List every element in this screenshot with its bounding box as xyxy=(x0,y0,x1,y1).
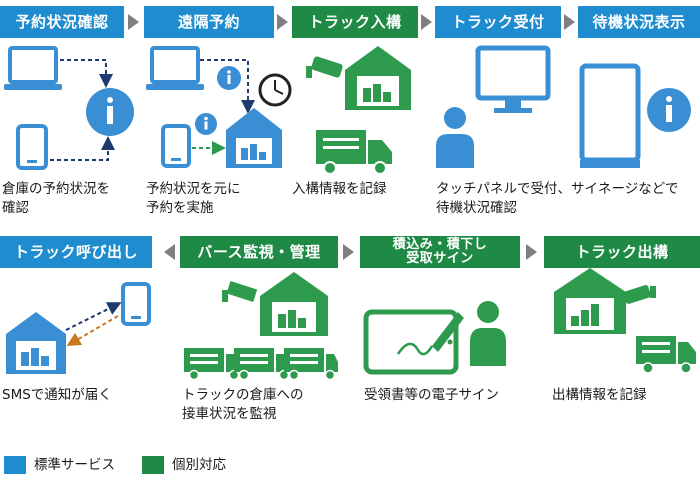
flow-arrow-right xyxy=(343,244,354,260)
truck-icon xyxy=(234,348,292,381)
caption-berth-monitoring: トラックの倉庫への 接車状況を監視 xyxy=(182,387,304,422)
truck-icon xyxy=(184,348,242,381)
camera-icon xyxy=(222,280,258,302)
flow-arrow-right xyxy=(564,14,575,30)
truck-icon xyxy=(284,348,338,381)
step-header-berth-monitoring: バース監視・管理 xyxy=(180,236,338,268)
warehouse-icon xyxy=(6,312,66,374)
caption-truck-call: SMSで通知が届く xyxy=(2,387,112,403)
step-header-waiting-display: 待機状況表示 xyxy=(578,6,700,38)
warehouse-icon xyxy=(345,46,411,110)
flow-arrow-left xyxy=(164,244,175,260)
monitor-icon xyxy=(475,45,551,113)
info-icon xyxy=(86,88,134,136)
pen-icon xyxy=(396,312,464,356)
step-header-reservation-check: 予約状況確認 xyxy=(0,6,124,38)
tablet-icon xyxy=(363,309,459,375)
signage-icon xyxy=(579,63,641,168)
smartphone-icon xyxy=(121,282,151,326)
step-header-truck-exit: トラック出構 xyxy=(544,236,700,268)
legend-label-standard: 標準サービス xyxy=(34,457,115,473)
warehouse-icon xyxy=(226,108,282,168)
step-header-remote-reservation: 遠隔予約 xyxy=(144,6,274,38)
person-icon xyxy=(470,301,506,366)
legend-label-custom: 個別対応 xyxy=(172,457,226,473)
info-icon xyxy=(217,66,241,90)
caption-truck-exit: 出構情報を記録 xyxy=(552,387,647,403)
flow-arrow-right xyxy=(128,14,139,30)
caption-remote-reservation: 予約状況を元に 予約を実施 xyxy=(146,181,241,216)
info-icon xyxy=(195,113,217,135)
truck-icon xyxy=(636,336,696,374)
camera-icon xyxy=(306,56,343,78)
truck-icon xyxy=(316,130,392,175)
clock-icon xyxy=(258,73,292,107)
caption-truck-reception: タッチパネルで受付、サイネージなどで 待機状況確認 xyxy=(436,181,679,216)
step-header-loading-sign: 積込み・積下し 受取サイン xyxy=(360,236,520,268)
legend-swatch-custom xyxy=(142,456,164,474)
flow-arrow-right xyxy=(277,14,288,30)
legend-swatch-standard xyxy=(4,456,26,474)
caption-truck-entry: 入構情報を記録 xyxy=(292,181,387,197)
flow-arrow-right xyxy=(421,14,432,30)
person-icon xyxy=(436,107,474,168)
laptop-icon xyxy=(4,46,62,90)
step-header-truck-entry: トラック入構 xyxy=(292,6,418,38)
smartphone-icon xyxy=(161,124,191,168)
laptop-icon xyxy=(146,46,204,90)
warehouse-icon xyxy=(554,268,626,334)
camera-icon xyxy=(623,285,656,304)
caption-reservation-check: 倉庫の予約状況を 確認 xyxy=(2,181,110,216)
step-header-truck-call: トラック呼び出し xyxy=(0,236,152,268)
info-icon xyxy=(647,88,691,132)
step-header-truck-reception: トラック受付 xyxy=(435,6,561,38)
flow-arrow-right xyxy=(526,244,537,260)
smartphone-icon xyxy=(16,124,48,170)
caption-electronic-sign: 受領書等の電子サイン xyxy=(364,387,499,403)
warehouse-icon xyxy=(260,272,328,336)
